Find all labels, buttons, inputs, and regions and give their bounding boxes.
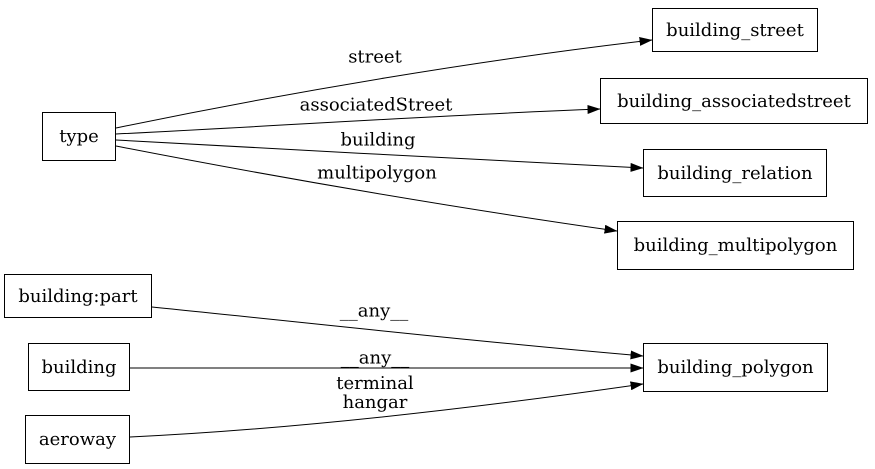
- edge-label-street: street: [348, 46, 402, 68]
- node-building-part: building:part: [4, 274, 152, 318]
- edge-label-multipolygon: multipolygon: [317, 162, 437, 184]
- node-building-associatedstreet-label: building_associatedstreet: [617, 90, 851, 112]
- node-building-label: building: [41, 356, 117, 378]
- node-aeroway-label: aeroway: [38, 429, 117, 450]
- edge-label-any-building: __any__: [340, 347, 410, 369]
- node-building-relation: building_relation: [643, 149, 827, 197]
- edge-label-any-building-part: __any__: [339, 300, 409, 322]
- node-building-associatedstreet: building_associatedstreet: [600, 78, 868, 124]
- node-type: type: [42, 112, 116, 161]
- node-building: building: [28, 343, 130, 391]
- node-building-polygon-label: building_polygon: [657, 357, 814, 378]
- edge-type-to-building-associatedstreet: [115, 104, 601, 135]
- node-building-polygon: building_polygon: [643, 343, 828, 392]
- edge-label-associatedstreet: associatedStreet: [299, 94, 453, 116]
- node-building-street-label: building_street: [666, 19, 804, 41]
- edge-label-terminal-hangar: terminal hangar: [336, 373, 414, 413]
- edge-type-to-building-street: [115, 36, 653, 129]
- node-building-relation-label: building_relation: [657, 162, 813, 184]
- node-building-street: building_street: [652, 8, 818, 52]
- edge-type-to-building-multipolygon: [115, 145, 618, 234]
- edge-label-building: building: [340, 129, 416, 151]
- edge-building-part-to-building-polygon: [151, 306, 644, 360]
- edge-type-to-building-relation: [115, 139, 644, 172]
- node-building-multipolygon: building_multipolygon: [617, 221, 854, 270]
- node-type-label: type: [59, 126, 99, 147]
- node-building-part-label: building:part: [18, 285, 138, 307]
- edge-aeroway-to-building-polygon: [129, 381, 644, 438]
- node-building-multipolygon-label: building_multipolygon: [633, 235, 838, 256]
- node-aeroway: aeroway: [25, 415, 130, 464]
